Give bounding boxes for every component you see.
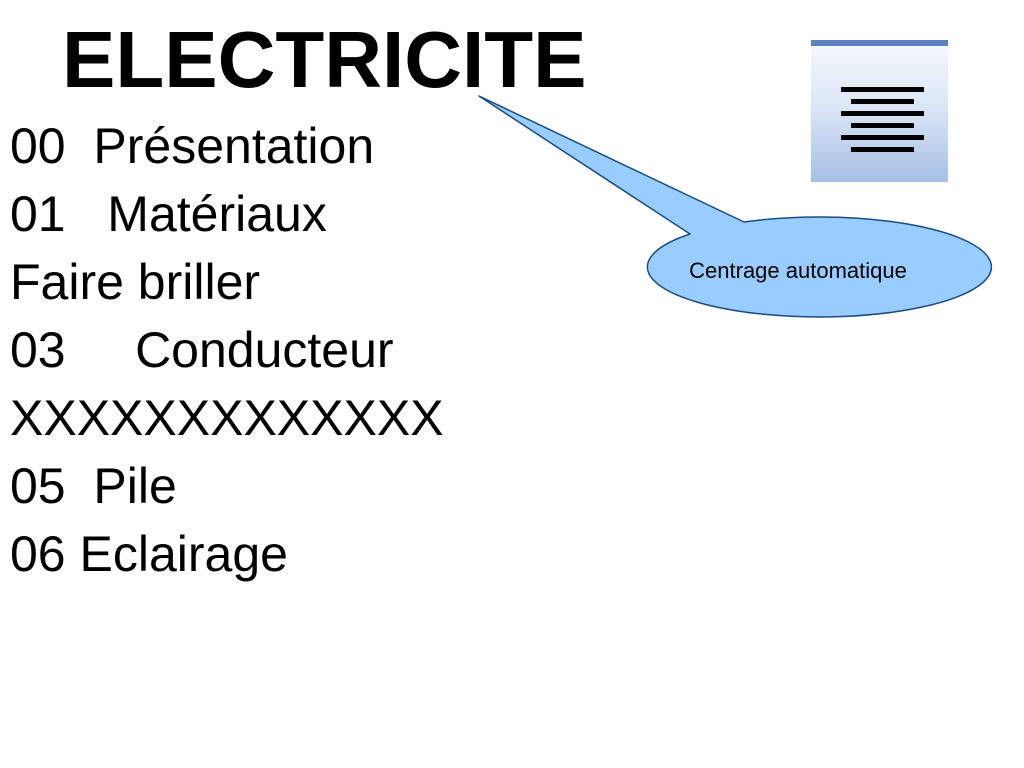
align-center-icon bbox=[841, 87, 924, 152]
list-item-pile[interactable]: 05 Pile bbox=[10, 458, 177, 514]
list-item-eclairage[interactable]: 06 Eclairage bbox=[10, 526, 288, 582]
list-item-presentation[interactable]: 00 Présentation bbox=[10, 118, 375, 174]
slide-item-list: 00 Présentation 01 Matériaux Faire brill… bbox=[10, 112, 444, 588]
list-item-materiaux[interactable]: 01 Matériaux bbox=[10, 186, 327, 242]
center-align-button[interactable] bbox=[811, 40, 948, 182]
list-item-placeholder[interactable]: XXXXXXXXXXXXX bbox=[10, 390, 444, 446]
list-item-faire-briller[interactable]: Faire briller bbox=[10, 254, 261, 310]
slide-title: ELECTRICITE bbox=[62, 15, 587, 104]
list-item-conducteur[interactable]: 03 Conducteur bbox=[10, 322, 394, 378]
callout-text: Centrage automatique bbox=[689, 258, 907, 283]
